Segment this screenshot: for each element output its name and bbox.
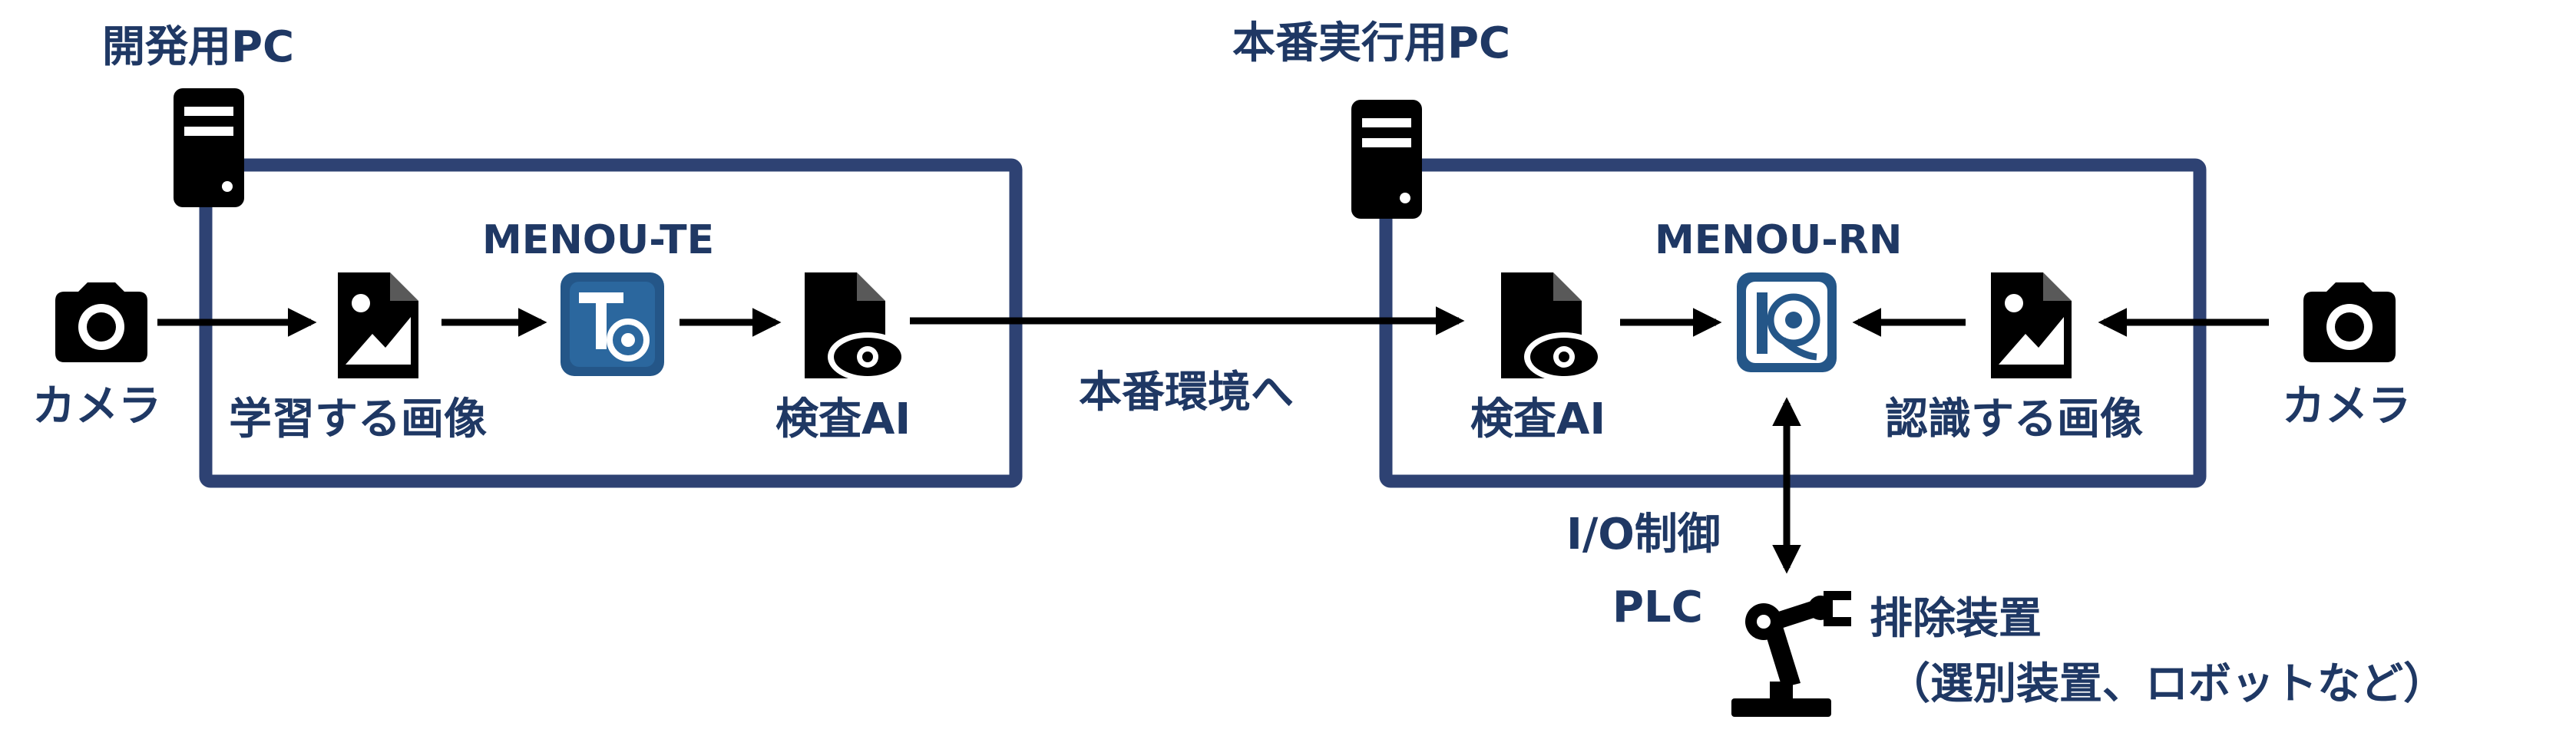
menou-te-title: MENOU-TE — [482, 217, 714, 263]
inspection-ai-icon — [1501, 272, 1604, 381]
prod-pc-label: 本番実行用PC — [1232, 18, 1510, 68]
camera-icon — [2303, 282, 2396, 362]
left-inspection-ai-label: 検査AI — [775, 394, 911, 444]
io-control-label: I/O制御 — [1566, 510, 1721, 560]
image-file-icon — [338, 272, 418, 378]
left-camera-label: カメラ — [32, 381, 161, 431]
camera-icon — [55, 282, 147, 362]
recognize-images-label: 認識する画像 — [1885, 394, 2143, 444]
image-file-icon — [1991, 272, 2072, 378]
dev-pc-label: 開発用PC — [102, 22, 294, 72]
reject-device-examples-label: （選別装置、ロボットなど） — [1887, 659, 2446, 709]
training-images-label: 学習する画像 — [229, 394, 487, 444]
reject-device-label: 排除装置 — [1870, 594, 2042, 644]
right-inspection-ai-label: 検査AI — [1470, 394, 1605, 444]
right-camera-label: カメラ — [2282, 381, 2411, 431]
robot-arm-icon — [1731, 591, 1851, 717]
menou-te-app-icon — [561, 272, 664, 376]
plc-label: PLC — [1612, 583, 1703, 632]
desktop-pc-icon — [1351, 100, 1422, 219]
desktop-pc-icon — [174, 88, 244, 207]
transfer-label: 本番環境へ — [1079, 368, 1294, 418]
menou-rn-app-icon — [1737, 272, 1837, 372]
menou-rn-title: MENOU-RN — [1655, 217, 1902, 263]
inspection-ai-icon — [805, 272, 908, 381]
